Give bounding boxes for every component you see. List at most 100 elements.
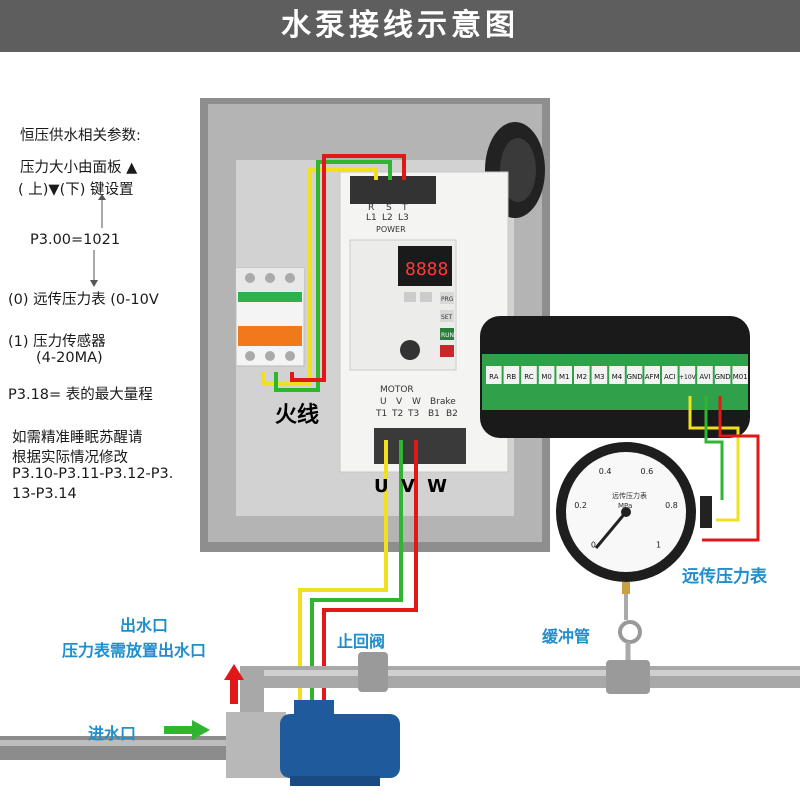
display-digits: 8888 <box>405 259 448 280</box>
fan-hub <box>500 138 536 202</box>
gauge-unit: MPa <box>618 502 632 510</box>
gauge-junction-box <box>700 496 712 528</box>
option-0: (0) 远传压力表 (0-10V <box>8 292 159 308</box>
run-button[interactable] <box>440 328 454 340</box>
outlet-pipe <box>246 666 800 688</box>
check-valve-label: 止回阀 <box>337 632 386 651</box>
control-terminal-label: RB <box>507 373 517 381</box>
svg-text:W: W <box>412 397 421 407</box>
note-arrow-up <box>98 194 106 200</box>
set-button[interactable] <box>440 310 454 322</box>
svg-text:L2: L2 <box>382 213 393 223</box>
svg-text:T1: T1 <box>375 409 387 419</box>
outlet-label: 出水口 <box>120 616 169 635</box>
remote-gauge-label: 远传压力表 <box>682 567 767 587</box>
control-terminal-slot <box>644 366 660 384</box>
sleep-note-4: 13-P3.14 <box>12 486 77 502</box>
inlet-flow-arrow <box>164 726 194 734</box>
control-terminal-label: M01 <box>733 373 748 381</box>
sleep-note-3: P3.10-P3.11-P3.12-P3. <box>12 466 174 482</box>
inverter-display <box>398 246 452 286</box>
buffer-tube-label: 缓冲管 <box>542 627 591 646</box>
live-wire-label: 火线 <box>275 403 320 428</box>
gauge-wire-yellow <box>688 396 740 522</box>
option-1-range: (4-20MA) <box>36 350 103 366</box>
svg-text:L3: L3 <box>398 213 409 223</box>
prg-button[interactable] <box>440 292 454 304</box>
pump-motor <box>280 714 400 778</box>
svg-text:T3: T3 <box>407 409 419 419</box>
page-title: 水泵接线示意图 <box>281 8 519 43</box>
notes-line2: ( 上)▼(下) 键设置 <box>18 182 134 198</box>
control-terminal-label: M3 <box>594 373 605 381</box>
brake-label: Brake <box>430 397 456 407</box>
gauge-tick-label: 0.2 <box>574 501 587 510</box>
gauge-stem <box>622 582 630 594</box>
motor-wire-w <box>322 440 418 700</box>
option-1: (1) 压力传感器 <box>8 334 106 350</box>
gauge-needle <box>594 511 628 549</box>
uvw-label: U V W <box>374 476 450 497</box>
gauge-wire-red <box>702 396 760 542</box>
control-terminal-slot <box>538 366 555 384</box>
inlet-label: 进水口 <box>88 724 137 743</box>
svg-text:T: T <box>401 203 408 213</box>
svg-text:T2: T2 <box>391 409 403 419</box>
control-terminal-label: ACI <box>664 373 676 381</box>
control-terminal-slot <box>662 366 678 384</box>
input-wire-green <box>274 160 392 392</box>
note-arrow-down <box>90 280 98 287</box>
control-terminal-slot <box>486 366 502 384</box>
input-wire-yellow <box>261 168 378 386</box>
check-valve <box>358 652 388 692</box>
param-p318: P3.18= 表的最大量程 <box>8 387 153 403</box>
control-terminal-slot <box>503 366 520 384</box>
buffer-tube-coil <box>618 620 642 644</box>
control-terminal-label: M1 <box>559 373 570 381</box>
gauge-tick-label: 0.6 <box>641 467 654 476</box>
control-terminal-slot <box>679 366 696 384</box>
speed-knob[interactable] <box>400 340 420 360</box>
control-terminal-label: +10V <box>679 374 697 381</box>
breaker-brand-strip <box>238 292 302 302</box>
stop-button[interactable] <box>440 345 454 357</box>
control-terminal-label: M0 <box>541 373 552 381</box>
control-terminal-label: M4 <box>612 373 623 381</box>
outlet-note-label: 压力表需放置出水口 <box>62 641 207 660</box>
control-terminal-slot <box>714 366 731 384</box>
param-p300: P3.00=1021 <box>30 232 121 248</box>
sleep-note-2: 根据实际情况修改 <box>12 450 128 466</box>
pump-junction-box <box>294 700 334 718</box>
motor-terminal-block <box>374 428 466 464</box>
control-terminal-slot <box>574 366 590 384</box>
control-terminal-label: AFM <box>645 373 660 381</box>
notes-line1: 压力大小由面板 ▲ <box>20 160 138 176</box>
motor-wire-u <box>298 440 388 700</box>
svg-text:L1: L1 <box>366 213 377 223</box>
pump-head <box>226 712 286 778</box>
control-terminal-slot <box>609 366 625 384</box>
svg-text:RUN: RUN <box>441 332 454 339</box>
control-terminal-label: GND <box>627 373 643 381</box>
gauge-tick-label: 0.8 <box>665 501 678 510</box>
control-terminal-slot <box>591 366 608 384</box>
svg-text:PRG: PRG <box>441 296 454 303</box>
notes-heading: 恒压供水相关参数: <box>20 128 141 144</box>
control-terminal-label: AVI <box>699 373 710 381</box>
control-terminal-label: RA <box>489 373 499 381</box>
gauge-wire-green <box>704 396 724 500</box>
power-label: POWER <box>376 225 406 234</box>
pipe-tee <box>606 660 650 694</box>
sleep-note-1: 如需精准睡眠苏醒请 <box>12 430 143 446</box>
control-terminal-label: M2 <box>577 373 588 381</box>
gauge-tick-label: 0.4 <box>599 467 612 476</box>
gauge-tick-label: 0 <box>591 541 596 550</box>
title-bar <box>0 0 800 52</box>
breaker-levers <box>238 326 302 346</box>
control-terminal-label: RC <box>524 373 534 381</box>
motor-label: MOTOR <box>380 385 414 395</box>
gauge-name: 远传压力表 <box>612 491 647 500</box>
gauge-tick-label: 1 <box>656 541 661 550</box>
control-terminal-slot <box>556 366 572 384</box>
